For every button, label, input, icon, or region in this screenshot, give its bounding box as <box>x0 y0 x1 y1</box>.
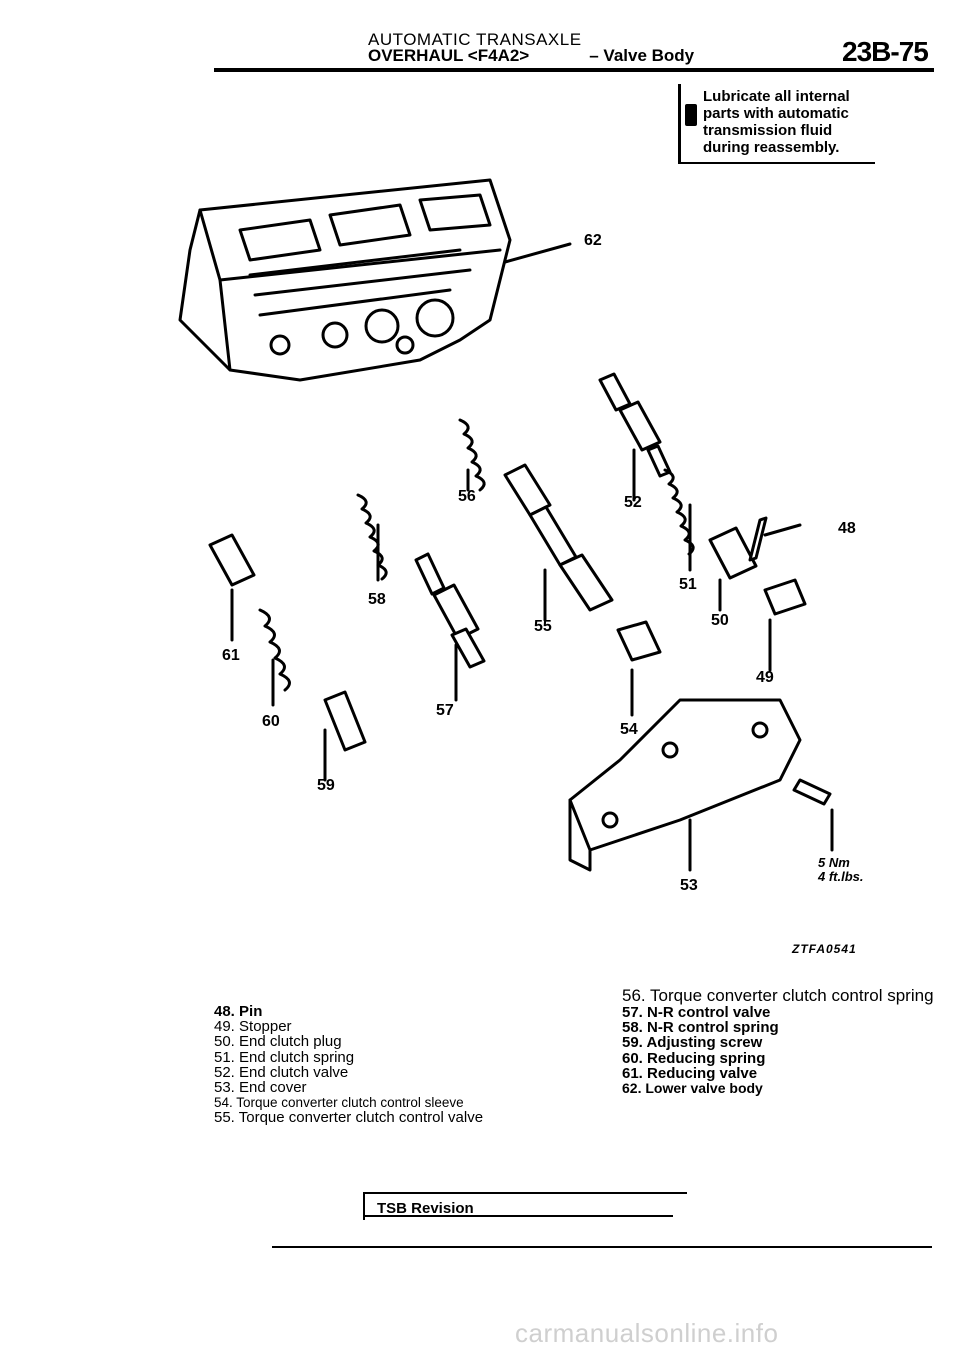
legend-item: 59. Adjusting screw <box>622 1034 763 1052</box>
legend-item: 49. Stopper <box>214 1018 292 1036</box>
legend-item: 60. Reducing spring <box>622 1049 766 1067</box>
watermark: carmanualsonline.info <box>515 1318 779 1348</box>
screw-59-illustration <box>323 690 367 752</box>
valve-61-illustration <box>208 533 256 587</box>
bolt-illustration <box>792 778 832 806</box>
legend-item: 58. N-R control spring <box>622 1019 779 1037</box>
callout-54: 54 <box>620 721 638 738</box>
stopper-49-illustration <box>763 578 807 616</box>
header-rule <box>214 68 934 72</box>
legend-item: 51. End clutch spring <box>214 1048 355 1066</box>
valve-body-exploded-diagram <box>178 178 834 872</box>
callout-49: 49 <box>756 669 774 686</box>
callout-56: 56 <box>458 488 476 505</box>
subtitle: OVERHAUL <F4A2> – Valve Body <box>368 46 694 66</box>
callout-52: 52 <box>624 494 642 511</box>
legend-item: 52. End clutch valve <box>214 1063 349 1081</box>
legend-item: 61. Reducing valve <box>622 1064 758 1082</box>
tsb-revision-label: TSB Revision <box>377 1200 474 1217</box>
callout-61: 61 <box>222 647 240 664</box>
callout-50: 50 <box>711 612 729 629</box>
callout-60: 60 <box>262 713 280 730</box>
legend-item: 55. Torque converter clutch control valv… <box>214 1109 484 1127</box>
callout-51: 51 <box>679 576 697 593</box>
callout-58: 58 <box>368 591 386 608</box>
legend-item: 57. N-R control valve <box>622 1004 771 1021</box>
legend-item: 53. End cover <box>214 1079 307 1097</box>
valve-52-illustration <box>598 372 672 502</box>
callout-59: 59 <box>317 777 335 794</box>
lower-valve-body-illustration <box>178 178 512 382</box>
callout-62: 62 <box>584 232 602 249</box>
valve-57-illustration <box>414 552 486 702</box>
footer-rule <box>272 1246 932 1248</box>
callout-55: 55 <box>534 618 552 635</box>
legend-right: 56. Torque converter clutch control spri… <box>622 986 942 1096</box>
subtitle-left: OVERHAUL <F4A2> <box>368 46 530 65</box>
valve-55-illustration <box>503 463 614 622</box>
callout-53: 53 <box>680 877 698 894</box>
legend-item: 54. Torque converter clutch control slee… <box>214 1095 464 1111</box>
callout-48: 48 <box>838 520 856 537</box>
legend-left: 48. Pin 49. Stopper 50. End clutch plug … <box>214 1004 524 1126</box>
tsb-rule <box>363 1215 673 1217</box>
note-text: Lubricate all internal parts with automa… <box>703 88 850 156</box>
pin-48-illustration <box>748 516 768 562</box>
spring-58-illustration <box>356 493 388 582</box>
spring-60-illustration <box>258 608 291 707</box>
subtitle-right: – Valve Body <box>589 46 695 65</box>
figure-code: ZTFA0541 <box>792 942 857 956</box>
legend-item: 48. Pin <box>214 1003 263 1020</box>
torque-ftlbs: 4 ft.lbs. <box>818 869 864 884</box>
callout-57: 57 <box>436 702 454 719</box>
lubrication-note: Lubricate all internal parts with automa… <box>678 84 875 164</box>
torque-nm: 5 Nm <box>818 855 850 870</box>
tsb-revision-box: TSB Revision <box>363 1192 687 1220</box>
spring-51-illustration <box>663 468 695 572</box>
legend-item: 62. Lower valve body <box>622 1080 763 1097</box>
section-title: AUTOMATIC TRANSAXLE <box>368 30 582 49</box>
fluid-bottle-icon <box>685 104 697 126</box>
sleeve-54-illustration <box>616 620 662 662</box>
spring-56-illustration <box>458 418 486 492</box>
torque-spec: 5 Nm 4 ft.lbs. <box>818 856 864 884</box>
legend-item: 50. End clutch plug <box>214 1033 342 1051</box>
legend-item: 56. Torque converter clutch control spri… <box>622 986 934 1005</box>
page-number: 23B-75 <box>842 36 929 67</box>
end-cover-53-illustration <box>568 698 802 872</box>
plug-50-illustration <box>708 526 758 580</box>
